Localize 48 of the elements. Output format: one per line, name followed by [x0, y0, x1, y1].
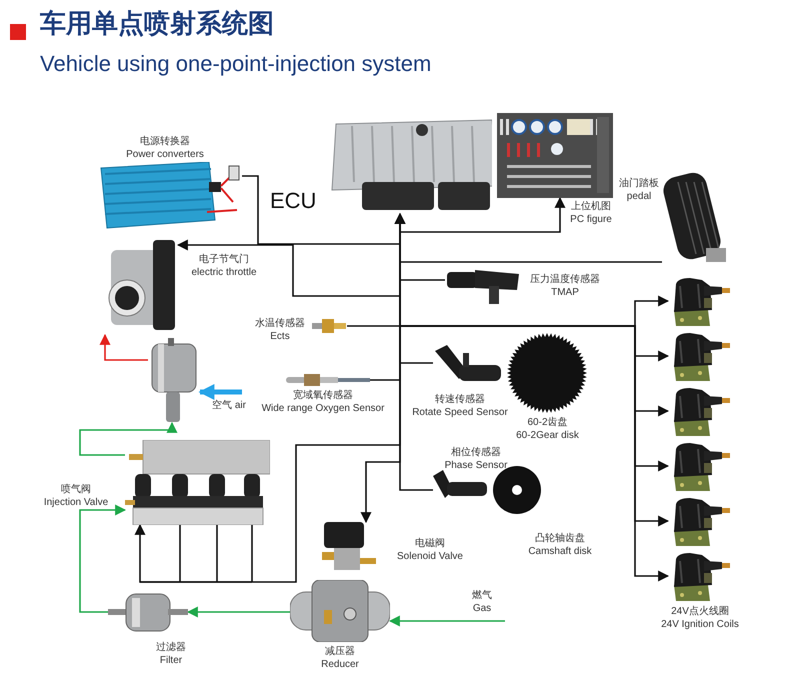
pipe-arrow	[186, 606, 290, 618]
part-caption: 宽域氧传感器	[293, 390, 353, 402]
gear-disk-drawing	[507, 333, 587, 413]
part-caption: Phase Sensor	[444, 460, 508, 472]
part-caption: Rotate Speed Sensor	[412, 406, 508, 419]
part-caption: 转速传感器	[435, 394, 485, 406]
part-caption: 水温传感器	[255, 318, 305, 330]
part-caption: 压力温度传感器	[530, 274, 600, 286]
part-caption: Solenoid Valve	[397, 550, 463, 563]
part-caption: Reducer	[321, 658, 359, 671]
part-caption: electric throttle	[191, 266, 257, 279]
part-caption: 24V点火线圈	[671, 606, 729, 618]
part-caption: Filter	[160, 654, 182, 667]
temperature-sensor-drawing	[312, 317, 347, 335]
part-caption: Ects	[270, 330, 290, 343]
part-caption: 凸轮轴齿盘	[535, 533, 585, 546]
software-screen-drawing	[497, 113, 613, 198]
part-caption: 喷气阀	[61, 484, 91, 496]
part-caption: 减压器	[325, 646, 355, 658]
part-caption: 油门踏板	[619, 178, 659, 190]
pipe-arrow	[100, 334, 148, 361]
part-caption: 电源转换器	[140, 136, 190, 148]
part-caption: Camshaft disk	[528, 546, 592, 558]
reducer-drawing	[290, 580, 390, 642]
part-caption: PC figure	[570, 214, 612, 226]
title: 车用单点喷射系统图	[40, 10, 274, 36]
part-caption: 电磁阀	[415, 538, 445, 550]
pipe-arrow	[79, 422, 178, 456]
pipe-arrow	[388, 616, 505, 626]
part-caption: Power converters	[126, 148, 204, 161]
pipe-arrow	[198, 384, 242, 400]
part-caption: TMAP	[551, 286, 579, 299]
part-caption: Wide range Oxygen Sensor	[262, 402, 384, 415]
part-caption: 24V Ignition Coils	[661, 618, 739, 631]
part-caption: 过滤器	[156, 642, 186, 654]
subtitle: Vehicle using one-point-injection system	[40, 50, 432, 78]
injector-rail-drawing	[125, 440, 270, 525]
part-caption: 电子节气门	[199, 254, 249, 266]
part-caption: 60-2Gear disk	[516, 430, 579, 442]
pipe-arrow	[79, 504, 126, 613]
part-caption: 相位传感器	[451, 447, 501, 460]
part-caption: ECU	[270, 190, 316, 212]
edge-label: 空气 air	[212, 400, 246, 412]
part-caption: 上位机图	[571, 201, 611, 214]
oxygen-sensor-drawing	[286, 372, 370, 388]
part-caption: 60-2齿盘	[527, 417, 568, 430]
part-caption: pedal	[626, 190, 652, 203]
part-caption: Injection Valve	[44, 496, 108, 509]
